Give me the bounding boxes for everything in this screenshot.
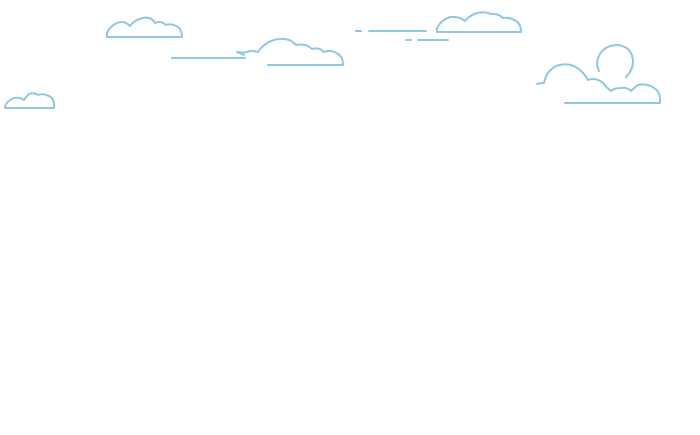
cloud-icon xyxy=(4,92,56,109)
cloud-icon xyxy=(171,37,344,66)
cloud-icon xyxy=(106,16,183,38)
wind-line-icon xyxy=(236,51,245,56)
cloud-icon xyxy=(536,63,662,104)
cloud-icon xyxy=(355,11,522,41)
sun-icon xyxy=(596,44,634,78)
